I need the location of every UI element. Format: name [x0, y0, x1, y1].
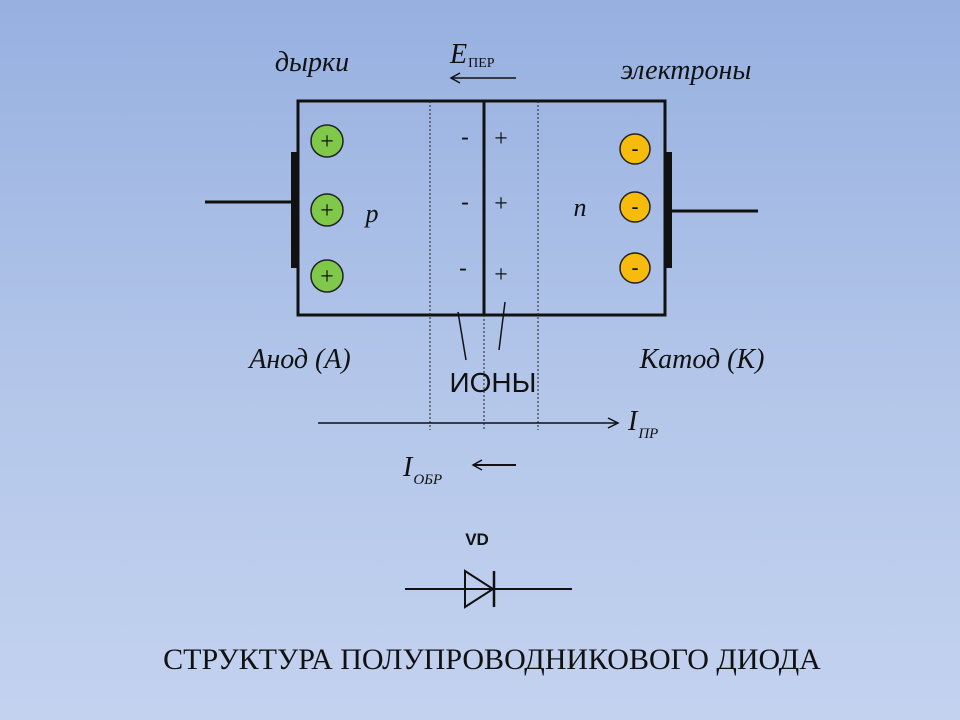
- hole-charge: +: [310, 193, 344, 227]
- forward-current-arrow-icon: [318, 417, 620, 429]
- negative-ion: -: [461, 189, 469, 216]
- positive-ion: +: [494, 191, 508, 217]
- semiconductor-body: [296, 99, 667, 317]
- svg-text:-: -: [631, 194, 638, 219]
- positive-ion: +: [494, 262, 508, 288]
- negative-ion: -: [459, 255, 467, 282]
- p-region-label: p: [364, 199, 379, 228]
- ions-label: ИОНЫ: [450, 367, 537, 398]
- slide-title: СТРУКТУРА ПОЛУПРОВОДНИКОВОГО ДИОДА: [163, 643, 821, 676]
- diode-symbol-label: VD: [465, 530, 489, 549]
- cathode-label: Катод (К): [639, 344, 765, 375]
- electron-charge: -: [619, 191, 651, 223]
- svg-text:-: -: [631, 255, 638, 280]
- negative-ion: -: [461, 124, 469, 151]
- svg-text:+: +: [320, 129, 334, 155]
- n-region-label: n: [574, 193, 587, 222]
- ions-pointer-right: [498, 301, 506, 351]
- reverse-current-label: IОБР: [402, 452, 442, 488]
- svg-text:+: +: [320, 264, 334, 290]
- electron-charge: -: [619, 252, 651, 284]
- anode-label: Анод (А): [247, 344, 351, 375]
- electrons-label: электроны: [621, 55, 752, 86]
- field-arrow-icon: [449, 72, 516, 84]
- field-label: EПЕР: [449, 39, 495, 71]
- forward-current-label: IПР: [627, 406, 658, 442]
- hole-charge: +: [310, 124, 344, 158]
- svg-text:+: +: [320, 198, 334, 224]
- positive-ion: +: [494, 126, 508, 152]
- hole-charge: +: [310, 259, 344, 293]
- reverse-current-arrow-icon: [471, 459, 516, 471]
- anode-contact-plate: [291, 152, 297, 268]
- cathode-contact-plate: [666, 152, 672, 268]
- electron-charge: -: [619, 133, 651, 165]
- diode-symbol-icon: [405, 569, 572, 609]
- holes-label: дырки: [275, 47, 349, 78]
- ions-pointer-left: [457, 311, 467, 361]
- svg-text:-: -: [631, 136, 638, 161]
